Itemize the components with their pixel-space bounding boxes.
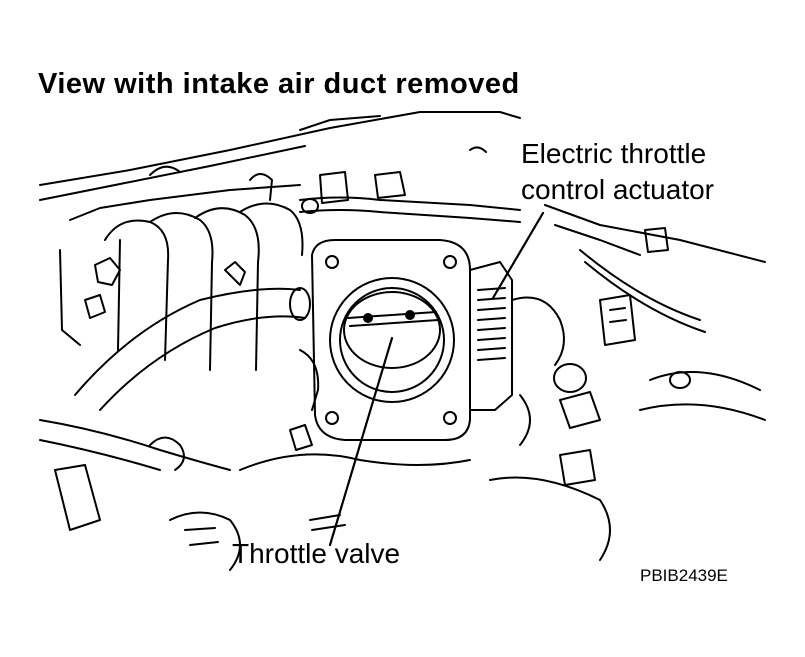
diagram-title: View with intake air duct removed (38, 68, 520, 100)
valve-leader-line (330, 338, 392, 545)
leader-lines (330, 213, 543, 545)
hood-outline (40, 112, 765, 262)
throttle-body (312, 240, 470, 440)
actuator-leader-line (493, 213, 543, 298)
actuator-housing (470, 262, 586, 445)
throttle-valve-label: Throttle valve (232, 538, 401, 569)
upper-pipes (150, 147, 520, 222)
figure-code: PBIB2439E (640, 566, 728, 585)
actuator-label-line1: Electric throttle (521, 138, 707, 169)
lower-components (40, 350, 610, 570)
intake-manifold (60, 185, 303, 370)
coolant-hose (75, 288, 310, 410)
actuator-label-line2: control actuator (521, 174, 714, 205)
actuator-label: Electric throttle control actuator (521, 136, 714, 208)
right-side-components (555, 225, 765, 428)
